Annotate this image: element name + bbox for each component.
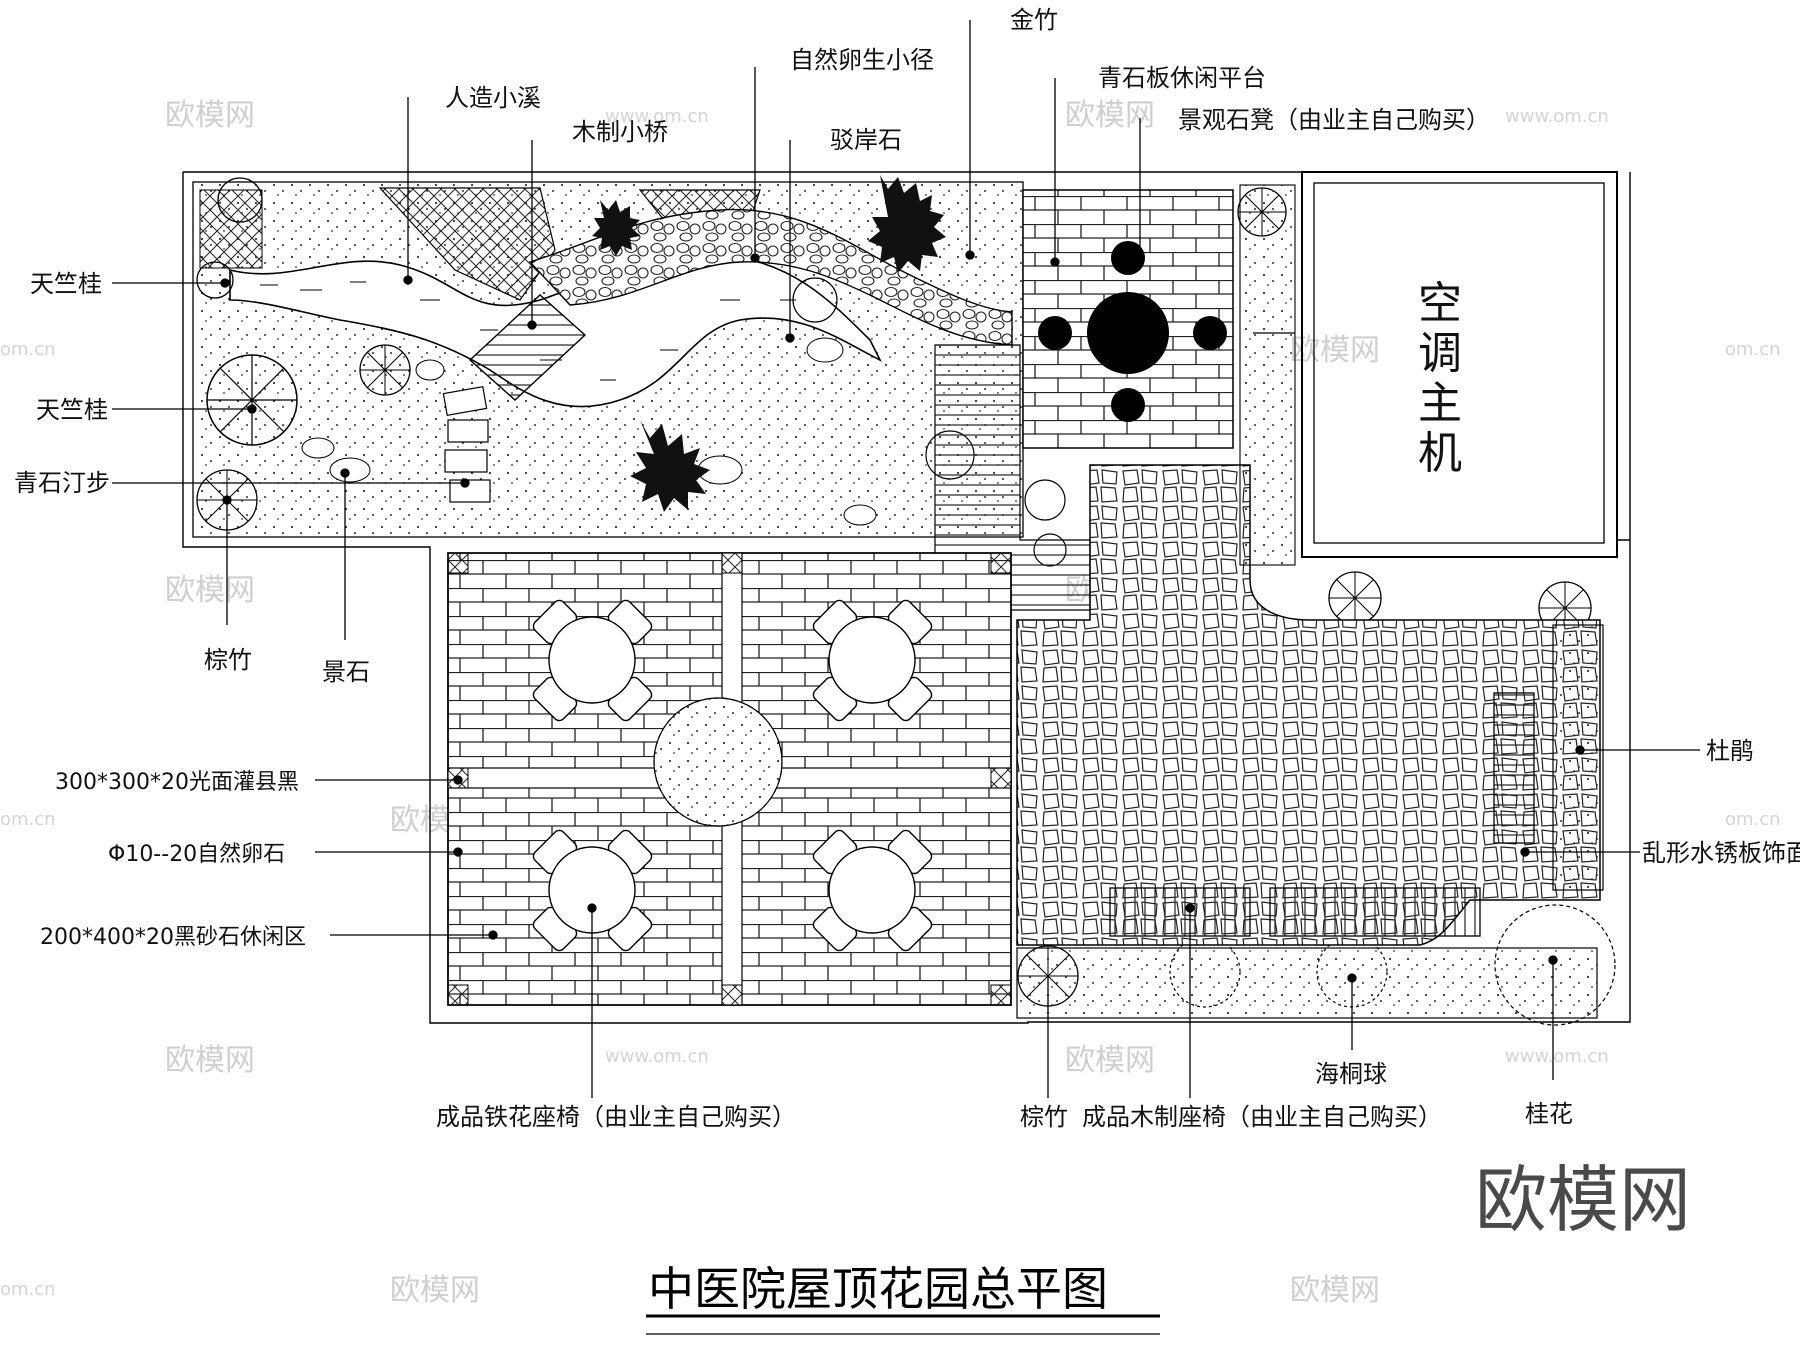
label-azalea: 杜鹃 <box>1706 737 1754 765</box>
label-iron-bench: 成品铁花座椅（由业主自己购买） <box>436 1103 796 1131</box>
table-set <box>812 599 933 722</box>
watermark-text: 欧模网 <box>165 1043 255 1078</box>
watermark-text: 欧模网 <box>1065 98 1155 133</box>
label-artificial-stream: 人造小溪 <box>445 84 541 112</box>
label-pittosporum-ball: 海桐球 <box>1315 1060 1387 1088</box>
label-rhapis-left: 棕竹 <box>204 646 252 674</box>
label-jin-zhu: 金竹 <box>1010 6 1058 34</box>
watermark-text: 欧模网 <box>390 1273 480 1308</box>
east-planting-strip <box>1016 184 1604 1019</box>
irregular-paving-area <box>934 344 1601 946</box>
label-black-sandstone: 200*400*20黑砂石休闲区 <box>40 925 306 950</box>
foliage-clusters <box>592 175 946 512</box>
label-stone-stools: 景观石凳（由业主自己购买） <box>1178 106 1490 134</box>
watermark-url: om.cn <box>1725 809 1781 830</box>
label-guanxian-black: 300*300*20光面灌县黑 <box>55 770 299 795</box>
watermark-text: 欧模网 <box>165 98 255 133</box>
label-landscape-stone: 景石 <box>322 658 370 686</box>
ac-unit-area: 空 调 主 机 <box>1418 278 1462 479</box>
label-revetment-stone: 驳岸石 <box>830 126 902 154</box>
watermark-url: www.om.cn <box>605 106 709 127</box>
watermark-url: www.om.cn <box>605 1046 709 1067</box>
watermark-text: 欧模网 <box>165 573 255 608</box>
label-rusty-slab: 乱形水锈板饰面 <box>1642 839 1800 867</box>
watermark-logo: 欧模网 <box>1475 1158 1691 1242</box>
ac-unit-char: 调 <box>1418 328 1462 379</box>
watermark-url: om.cn <box>1725 339 1781 360</box>
watermark-text: 欧模网 <box>1065 1043 1155 1078</box>
ac-unit-char: 机 <box>1418 428 1462 479</box>
stepping-stones <box>442 385 491 503</box>
watermark-text: 欧模网 <box>1290 333 1380 368</box>
leader-lines <box>112 20 1700 1098</box>
table-set <box>532 599 653 722</box>
ac-unit-char: 主 <box>1418 378 1462 429</box>
watermark-url: om.cn <box>0 339 56 360</box>
label-osmanthus: 桂花 <box>1525 1100 1573 1128</box>
bluestone-platform <box>1022 189 1234 449</box>
annotation-labels: 金竹 自然卵生小径 青石板休闲平台 人造小溪 景观石凳（由业主自己购买） 木制小… <box>14 6 1800 1131</box>
ac-unit-char: 空 <box>1418 278 1462 329</box>
page-title: 中医院屋顶花园总平图 <box>648 1262 1108 1316</box>
label-pebble-path: 自然卵生小径 <box>790 46 934 74</box>
watermark-url: www.om.cn <box>1505 106 1609 127</box>
watermark-text: 欧模网 <box>1290 1273 1380 1308</box>
drawing-title: 中医院屋顶花园总平图 <box>646 1262 1160 1335</box>
watermark-url: om.cn <box>0 809 56 830</box>
table-set <box>812 829 933 952</box>
sandstone-leisure-area <box>447 552 1012 1006</box>
label-bluestone-platform: 青石板休闲平台 <box>1098 64 1266 92</box>
watermark-url: om.cn <box>0 1279 56 1300</box>
label-natural-pebbles: Φ10--20自然卵石 <box>108 842 285 867</box>
label-rhapis-bottom: 棕竹 <box>1020 1103 1068 1131</box>
wooden-bridge <box>468 294 587 401</box>
label-wooden-bridge: 木制小桥 <box>572 118 668 146</box>
label-stepping-stones: 青石汀步 <box>14 469 110 497</box>
label-cinnamomum-2: 天竺桂 <box>36 396 108 424</box>
watermark-url: www.om.cn <box>1505 1046 1609 1067</box>
label-wooden-bench: 成品木制座椅（由业主自己购买） <box>1082 1103 1442 1131</box>
label-cinnamomum-1: 天竺桂 <box>30 270 102 298</box>
